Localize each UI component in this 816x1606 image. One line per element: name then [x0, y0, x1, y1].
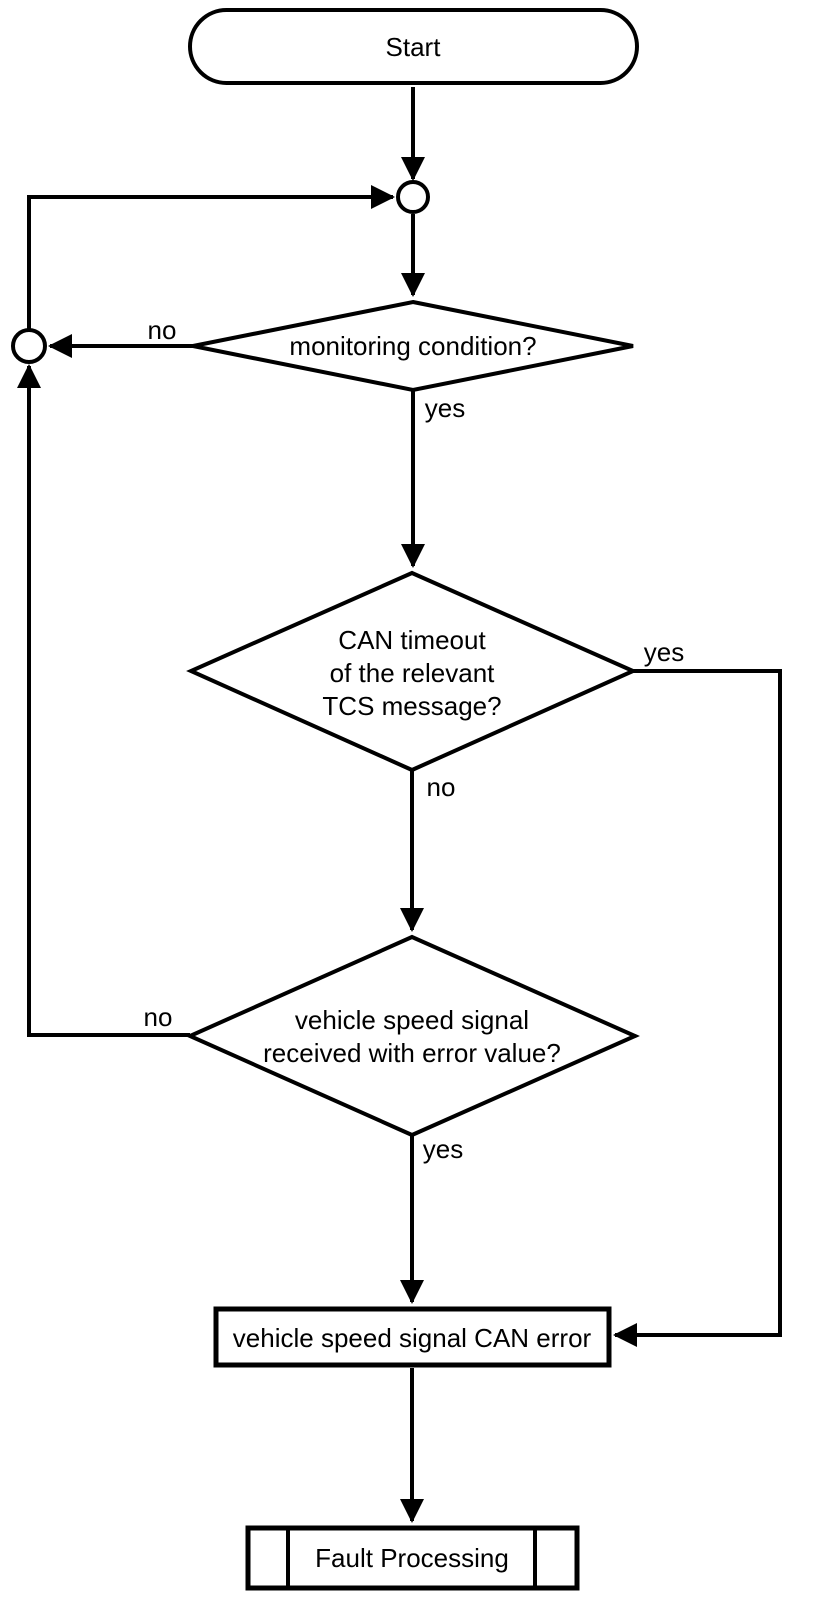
edge-speed-no	[17, 364, 190, 1037]
decision-monitoring-shape	[192, 299, 634, 393]
decision-speed-error: vehicle speed signal received with error…	[185, 934, 640, 1138]
predefined-fault-shape	[245, 1525, 580, 1591]
decision-speed-error-line1: vehicle speed signal	[295, 1005, 529, 1035]
predefined-fault-processing: Fault Processing	[245, 1525, 580, 1591]
decision-monitoring-condition: monitoring condition?	[192, 299, 634, 393]
label-speed-no: no	[144, 1002, 173, 1032]
predefined-fault-label: Fault Processing	[315, 1543, 509, 1573]
process-can-error-label: vehicle speed signal CAN error	[233, 1323, 592, 1353]
junction-top-circle	[396, 180, 430, 214]
label-monitoring-yes: yes	[425, 393, 465, 423]
start-node: Start	[188, 8, 639, 85]
label-timeout-yes: yes	[644, 637, 684, 667]
process-can-error-shape	[213, 1306, 612, 1368]
label-speed-yes: yes	[423, 1134, 463, 1164]
decision-speed-error-line2: received with error value?	[263, 1038, 561, 1068]
decision-monitoring-label: monitoring condition?	[289, 331, 536, 361]
decision-can-timeout-line3: TCS message?	[322, 691, 501, 721]
start-label: Start	[386, 32, 442, 62]
start-terminator-shape	[188, 8, 639, 85]
decision-speed-error-shape	[185, 934, 640, 1138]
edge-leftjunction-to-topjunction	[27, 185, 395, 330]
process-can-error: vehicle speed signal CAN error	[213, 1306, 612, 1368]
label-monitoring-no: no	[148, 315, 177, 345]
decision-can-timeout: CAN timeout of the relevant TCS message?	[186, 570, 638, 773]
decision-can-timeout-shape	[186, 570, 638, 773]
label-timeout-no: no	[427, 772, 456, 802]
decision-can-timeout-line2: of the relevant	[330, 658, 496, 688]
junction-left-circle	[11, 328, 47, 364]
edge-timeout-yes	[613, 669, 782, 1347]
decision-can-timeout-line1: CAN timeout	[338, 625, 486, 655]
